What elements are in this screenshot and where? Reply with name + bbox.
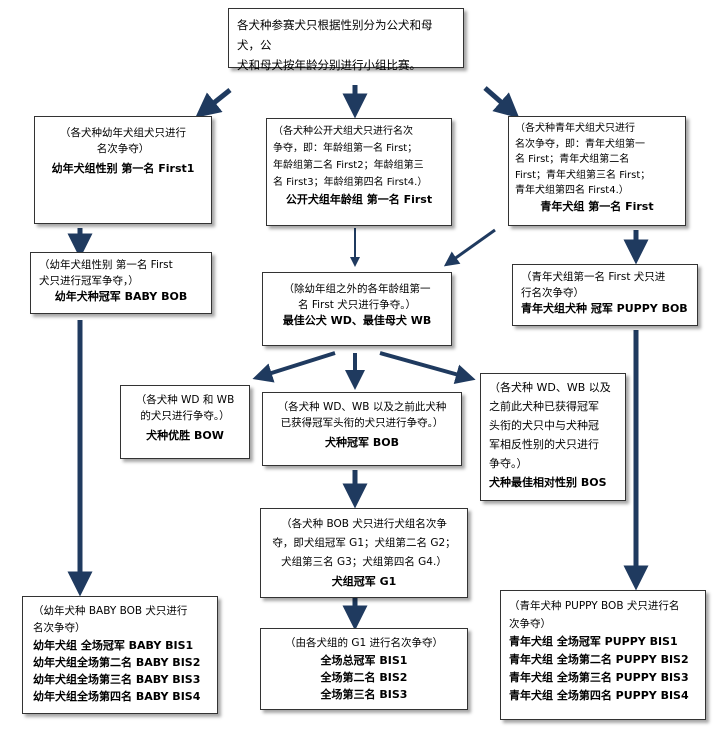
open-group-desc: 争夺，即：年龄组第一名 First； xyxy=(273,143,418,154)
bis-rank: 全场第二名 BIS2 xyxy=(320,671,408,684)
bob-desc: （各犬种 WD、WB 以及之前此犬种 xyxy=(277,401,447,413)
baby-bob-desc: （幼年犬组性别 第一名 First xyxy=(39,259,173,271)
bow-title: 犬种优胜 BOW xyxy=(146,429,224,442)
group-g1-desc: （各犬种 BOB 犬只进行犬组名次争 xyxy=(281,518,447,530)
baby-bis-rank: 幼年犬组 全场冠军 BABY BIS1 xyxy=(33,639,194,652)
arrow-wdwb-to-bow xyxy=(252,351,336,383)
bow-desc: 的犬只进行争夺。） xyxy=(140,410,230,422)
puppy-bob-desc: （青年犬组第一名 First 犬只进 xyxy=(521,271,666,283)
arrow-top-to-puppy xyxy=(483,86,520,119)
puppy-bis-box: （青年犬种 PUPPY BOB 犬只进行名 次争夺） 青年犬组 全场冠军 PUP… xyxy=(500,590,706,720)
bos-desc: 争夺。） xyxy=(489,457,528,470)
puppy-group-desc: First；青年犬组第三名 First； xyxy=(515,169,651,181)
baby-bis-rank: 幼年犬组全场第二名 BABY BIS2 xyxy=(33,656,201,669)
wd-wb-desc: （除幼年组之外的各年龄组第一 xyxy=(283,283,431,295)
baby-bob-title: 幼年犬种冠军 BABY BOB xyxy=(54,290,188,303)
bis-rank: 全场总冠军 BIS1 xyxy=(320,654,408,667)
open-group-title: 公开犬组年龄组 第一名 First xyxy=(285,193,433,206)
bob-box: （各犬种 WD、WB 以及之前此犬种 已获得冠军头衔的犬只进行争夺。） 犬种冠军… xyxy=(262,392,462,466)
baby-bis-box: （幼年犬种 BABY BOB 犬只进行 名次争夺） 幼年犬组 全场冠军 BABY… xyxy=(22,596,218,714)
baby-bis-desc: 名次争夺） xyxy=(33,622,86,634)
open-group-desc: 名 First3；年龄组第四名 First4.） xyxy=(273,177,428,188)
puppy-bob-desc: 行名次争夺） xyxy=(521,287,584,299)
arrow-puppy-to-wdwb xyxy=(443,228,496,267)
bos-box: （各犬种 WD、WB 以及 之前此犬种已获得冠军 头衔的犬只中与犬种冠 军相反性… xyxy=(480,373,626,501)
open-group-desc: （各犬种公开犬组犬只进行名次 xyxy=(273,126,413,137)
bob-desc: 已获得冠军头衔的犬只进行争夺。） xyxy=(280,417,444,429)
wd-wb-box: （除幼年组之外的各年龄组第一 名 First 犬只进行争夺。） 最佳公犬 WD、… xyxy=(262,272,452,346)
bos-title: 犬种最佳相对性别 BOS xyxy=(489,476,607,489)
baby-bob-desc: 犬只进行冠军争夺，） xyxy=(39,275,139,287)
bis-rank: 全场第三名 BIS3 xyxy=(320,688,408,701)
puppy-group-title: 青年犬组 第一名 First xyxy=(540,199,654,213)
bow-box: （各犬种 WD 和 WB 的犬只进行争夺。） 犬种优胜 BOW xyxy=(120,385,250,459)
baby-group-box: （各犬种幼年犬组犬只进行 名次争夺） 幼年犬组性别 第一名 First1 xyxy=(34,116,212,224)
puppy-group-desc: 名次争夺，即：青年犬组第一 xyxy=(515,138,645,150)
puppy-group-box: （各犬种青年犬组犬只进行 名次争夺，即：青年犬组第一 名 First；青年犬组第… xyxy=(508,116,686,226)
bis-desc: （由各犬组的 G1 进行名次争夺） xyxy=(285,637,443,649)
wd-wb-title: 最佳公犬 WD、最佳母犬 WB xyxy=(282,314,432,327)
puppy-bis-rank: 青年犬组 全场第四名 PUPPY BIS4 xyxy=(509,689,689,702)
puppy-bis-desc: 次争夺） xyxy=(509,618,551,630)
group-g1-desc: 夺，即犬组冠军 G1；犬组第二名 G2； xyxy=(272,537,456,549)
baby-bis-rank: 幼年犬组全场第三名 BABY BIS3 xyxy=(33,673,201,686)
puppy-bis-rank: 青年犬组 全场第三名 PUPPY BIS3 xyxy=(509,671,689,684)
puppy-group-desc: 名 First；青年犬组第二名 xyxy=(515,154,630,165)
arrow-wdwb-to-bos xyxy=(379,351,476,384)
puppy-bob-title: 青年犬组犬种 冠军 PUPPY BOB xyxy=(521,302,688,315)
top-text-line2: 犬和母犬按年龄分别进行小组比赛。 xyxy=(237,58,421,72)
baby-bob-box: （幼年犬组性别 第一名 First 犬只进行冠军争夺，） 幼年犬种冠军 BABY… xyxy=(30,252,212,314)
bob-title: 犬种冠军 BOB xyxy=(325,436,399,449)
open-group-desc: 年龄组第二名 First2；年龄组第三 xyxy=(273,160,424,171)
baby-bis-rank: 幼年犬组全场第四名 BABY BIS4 xyxy=(33,690,201,703)
arrow-top-to-baby xyxy=(195,88,232,118)
open-group-box: （各犬种公开犬组犬只进行名次 争夺，即：年龄组第一名 First； 年龄组第二名… xyxy=(266,118,452,226)
puppy-bob-box: （青年犬组第一名 First 犬只进 行名次争夺） 青年犬组犬种 冠军 PUPP… xyxy=(512,264,698,326)
group-g1-desc: 犬组第三名 G3；犬组第四名 G4.） xyxy=(281,556,447,568)
bos-desc: 之前此犬种已获得冠军 xyxy=(489,400,599,413)
puppy-bis-rank: 青年犬组 全场冠军 PUPPY BIS1 xyxy=(509,635,678,648)
group-g1-box: （各犬种 BOB 犬只进行犬组名次争 夺，即犬组冠军 G1；犬组第二名 G2； … xyxy=(260,508,468,598)
bow-desc: （各犬种 WD 和 WB xyxy=(135,394,235,406)
puppy-group-desc: （各犬种青年犬组犬只进行 xyxy=(515,123,635,134)
baby-group-title: 幼年犬组性别 第一名 First1 xyxy=(51,162,195,175)
top-box: 各犬种参赛犬只根据性别分为公犬和母犬，公 犬和母犬按年龄分别进行小组比赛。 xyxy=(228,8,464,72)
top-text-line1: 各犬种参赛犬只根据性别分为公犬和母犬，公 xyxy=(237,18,433,52)
baby-bis-desc: （幼年犬种 BABY BOB 犬只进行 xyxy=(33,605,188,617)
bos-desc: 头衔的犬只中与犬种冠 xyxy=(489,419,599,432)
baby-group-desc: 名次争夺） xyxy=(96,143,150,155)
puppy-bis-desc: （青年犬种 PUPPY BOB 犬只进行名 xyxy=(509,600,680,612)
baby-group-desc: （各犬种幼年犬组犬只进行 xyxy=(60,127,186,139)
bos-desc: 军相反性别的犬只进行 xyxy=(489,438,599,451)
bis-box: （由各犬组的 G1 进行名次争夺） 全场总冠军 BIS1 全场第二名 BIS2 … xyxy=(260,628,468,710)
wd-wb-desc: 名 First 犬只进行争夺。） xyxy=(297,299,417,311)
puppy-group-desc: 青年犬组第四名 First4.） xyxy=(515,185,629,196)
puppy-bis-rank: 青年犬组 全场第二名 PUPPY BIS2 xyxy=(509,653,689,666)
bos-desc: （各犬种 WD、WB 以及 xyxy=(489,381,611,394)
group-g1-title: 犬组冠军 G1 xyxy=(331,575,397,588)
